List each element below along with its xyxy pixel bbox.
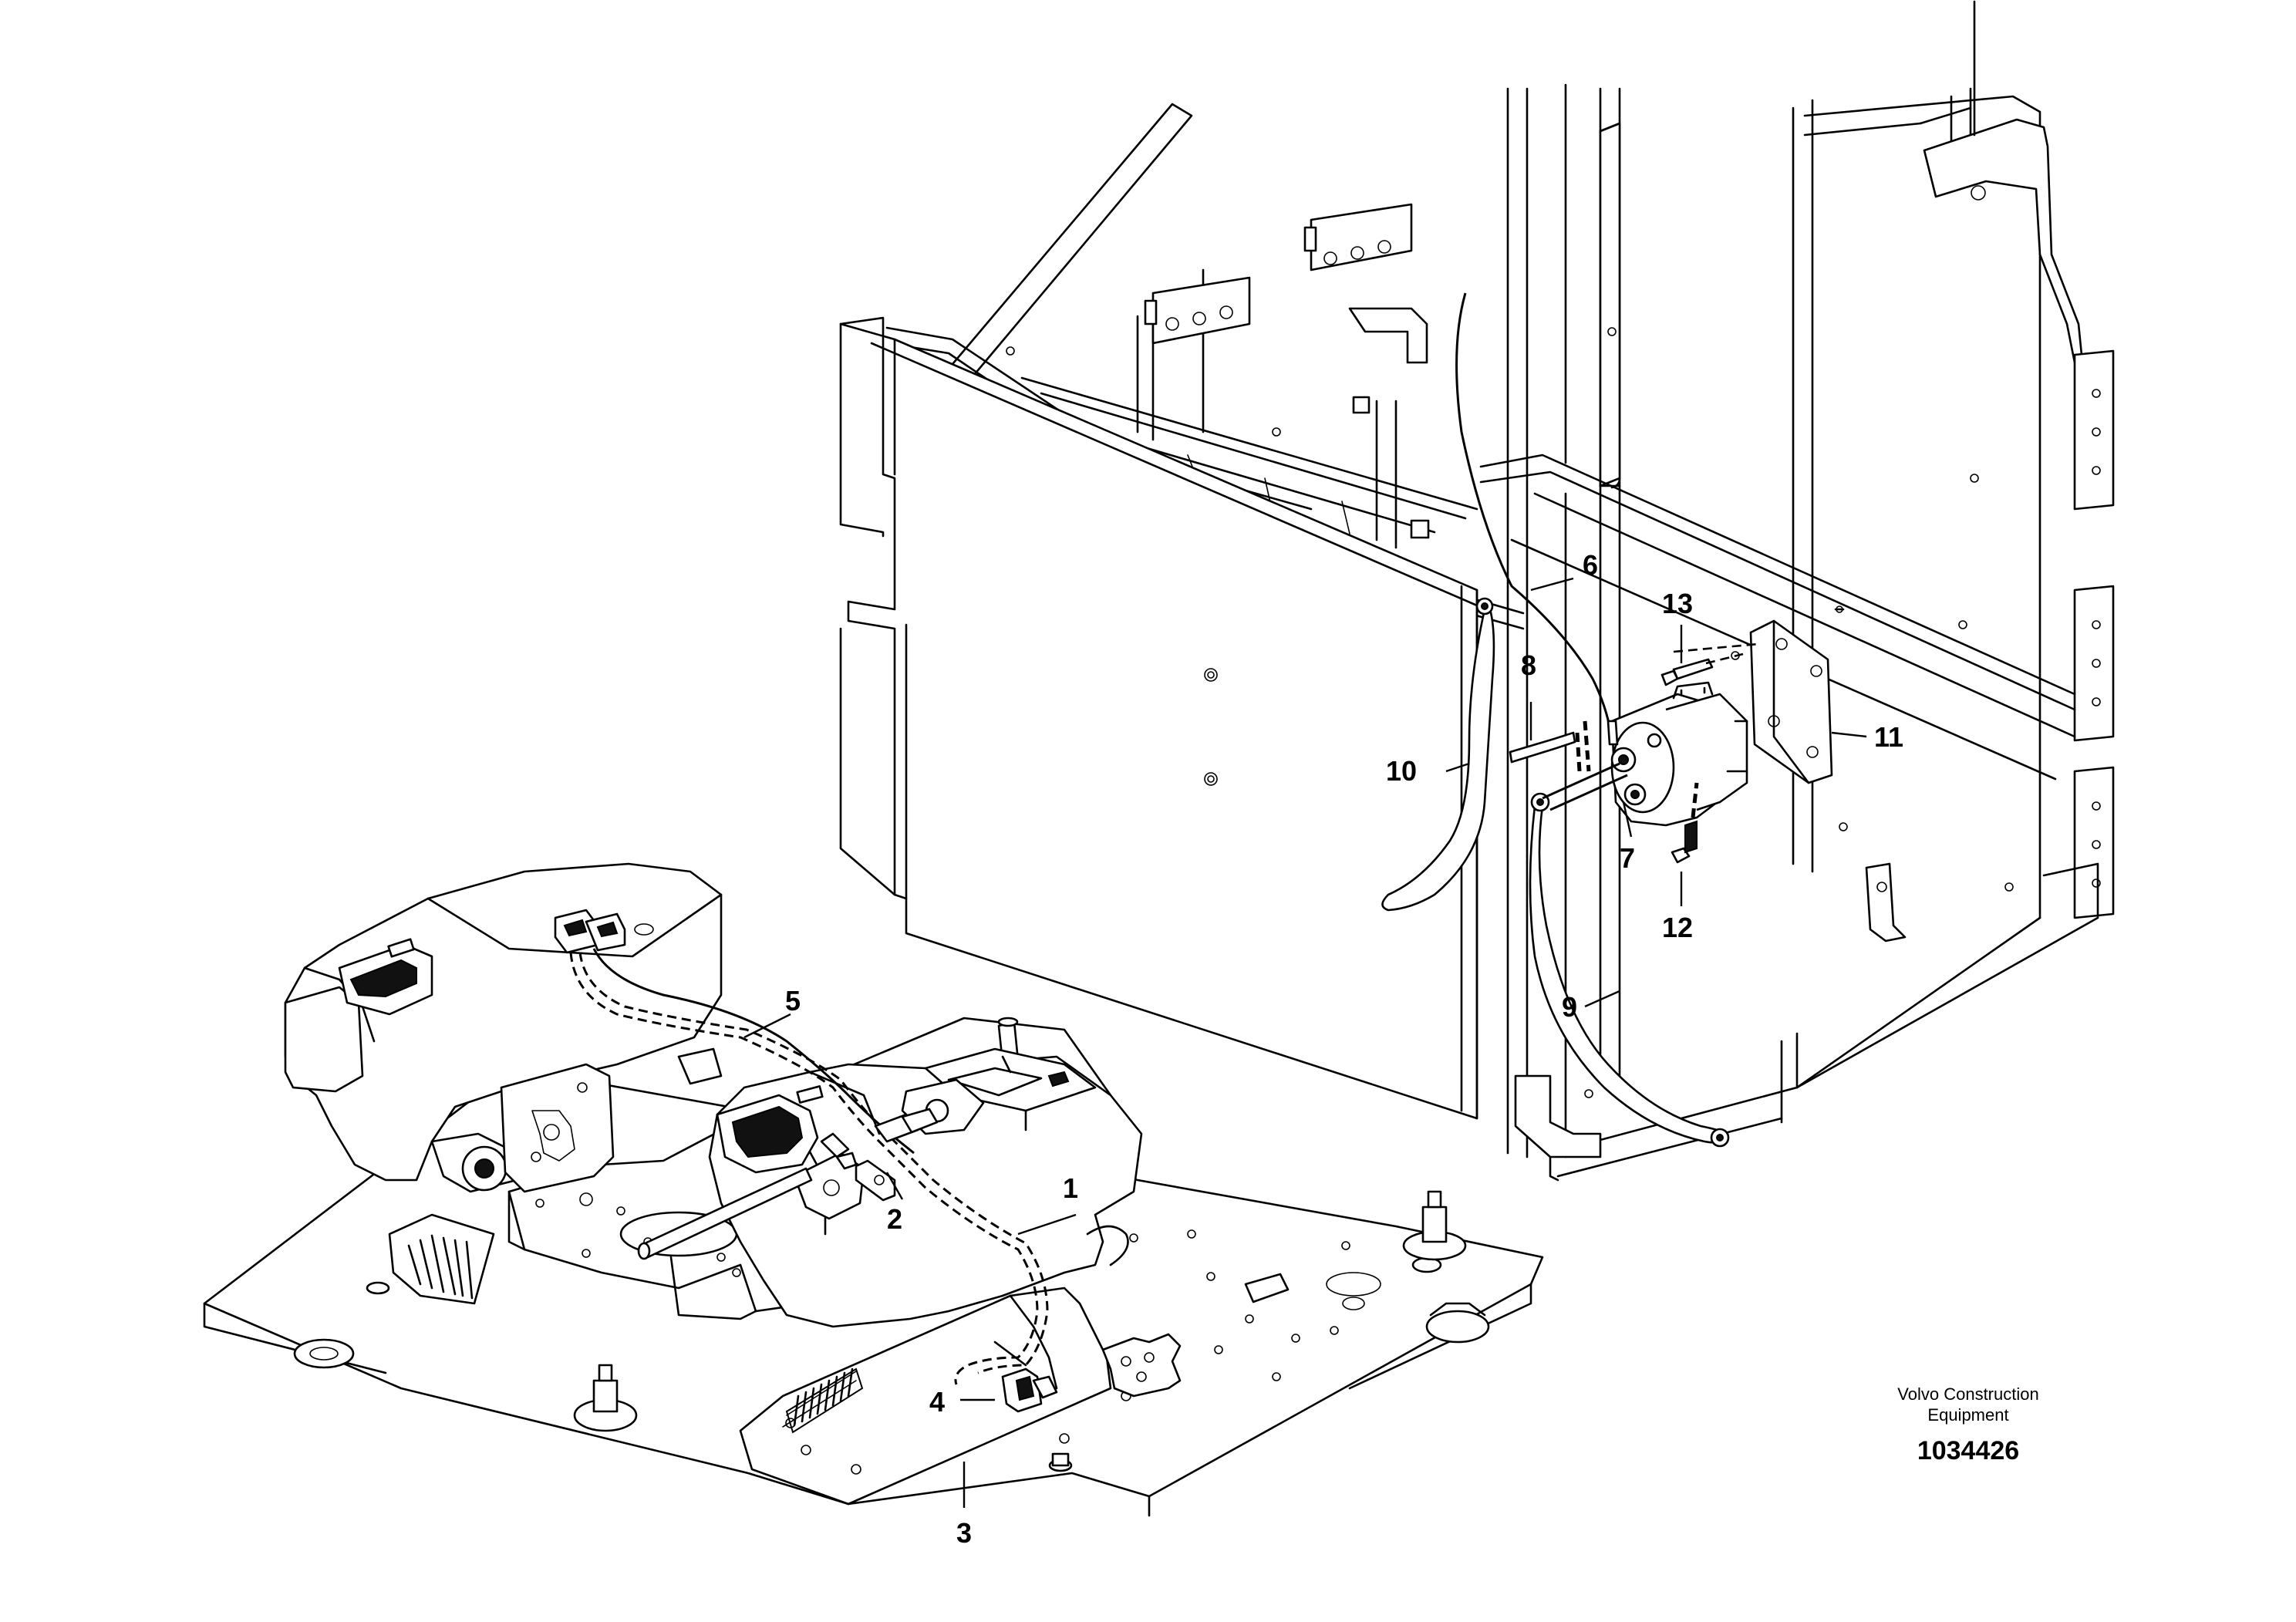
callout-2: 2	[887, 1203, 902, 1235]
callout-5: 5	[785, 985, 801, 1017]
battery-cable	[1529, 762, 1730, 1148]
mounting-plate	[1673, 605, 1845, 784]
thin-wire	[1455, 292, 1619, 746]
callout-13: 13	[1662, 588, 1693, 619]
bolt	[1671, 782, 1699, 864]
rubber-mount	[1402, 1190, 1467, 1261]
wiring-harness	[569, 948, 1049, 1385]
left-joystick-console	[284, 862, 723, 1193]
callout-11: 11	[1874, 721, 1903, 753]
wire-bracket	[855, 1159, 896, 1202]
callout-9: 9	[1562, 991, 1577, 1023]
relay-solenoid	[1610, 681, 1748, 827]
vent-grille	[388, 1213, 495, 1305]
stamp-company-line1: Volvo Construction	[1897, 1384, 2038, 1404]
stamp-drawing-number: 1034426	[1917, 1436, 2019, 1465]
rubber-mount	[293, 1338, 355, 1369]
callout-6: 6	[1583, 549, 1598, 581]
callout-leaders	[743, 577, 1867, 1508]
callout-7: 7	[1620, 842, 1635, 874]
vent-grille	[782, 1367, 864, 1434]
rubber-mount	[1048, 1452, 1073, 1472]
right-joystick-console	[637, 1047, 1143, 1328]
callout-1: 1	[1063, 1172, 1078, 1204]
rubber-mount	[366, 1281, 390, 1295]
callout-labels: 1 2 3 4 5 6 7 8 9 10 11 12 13	[785, 549, 1903, 1549]
cover-plate	[388, 1213, 1112, 1506]
callout-8: 8	[1521, 649, 1536, 681]
callout-4: 4	[929, 1386, 945, 1418]
rubber-mount	[1425, 1302, 1490, 1344]
rubber-mount	[573, 1364, 638, 1432]
jumper-wire	[1509, 720, 1591, 772]
rear-panel	[839, 316, 1478, 1120]
switch-assembly	[993, 1340, 1058, 1413]
ground-cable	[1381, 597, 1495, 912]
drawing-stamp: Volvo Construction Equipment 1034426	[1897, 1384, 2038, 1465]
stamp-company-line2: Equipment	[1927, 1405, 2008, 1425]
callout-3: 3	[956, 1517, 972, 1549]
callout-10: 10	[1386, 755, 1417, 787]
callout-12: 12	[1662, 912, 1693, 943]
bolt	[1660, 653, 1744, 686]
mounting-bracket	[1101, 1333, 1182, 1398]
